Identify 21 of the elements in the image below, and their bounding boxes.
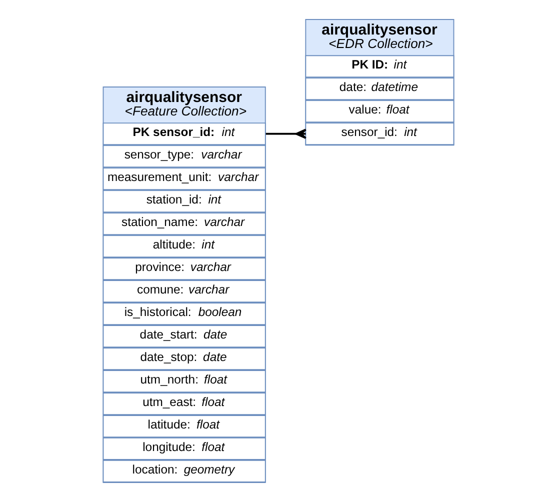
node-box: altitude: int [102,235,266,258]
connector [266,128,307,139]
node-box: comune: varchar [102,280,266,303]
node-box: sensor_id: int [305,122,454,146]
node-box: longitude: float [102,438,266,460]
node-box: station_name: varchar [102,212,266,236]
node-box: is_historical: boolean [102,302,266,326]
node-box: PK sensor_id: int [102,122,266,146]
node-box: utm_east: float [102,392,266,415]
node-box: measurement_unit: varchar [102,168,266,190]
node-box: station_id: int [102,190,266,213]
node-box: province: varchar [102,258,266,280]
node-box: utm_north: float [102,370,266,393]
node-box: location: geometry [102,460,266,482]
node-box: value: float [305,100,454,123]
node-box: date_stop: date [102,348,266,370]
node-box: date_start: date [102,325,266,348]
node-box: sensor_type: varchar [102,145,266,168]
node-box: latitude: float [102,415,266,438]
node-box: date: datetime [305,78,454,100]
node-box: PK ID: int [305,55,454,78]
